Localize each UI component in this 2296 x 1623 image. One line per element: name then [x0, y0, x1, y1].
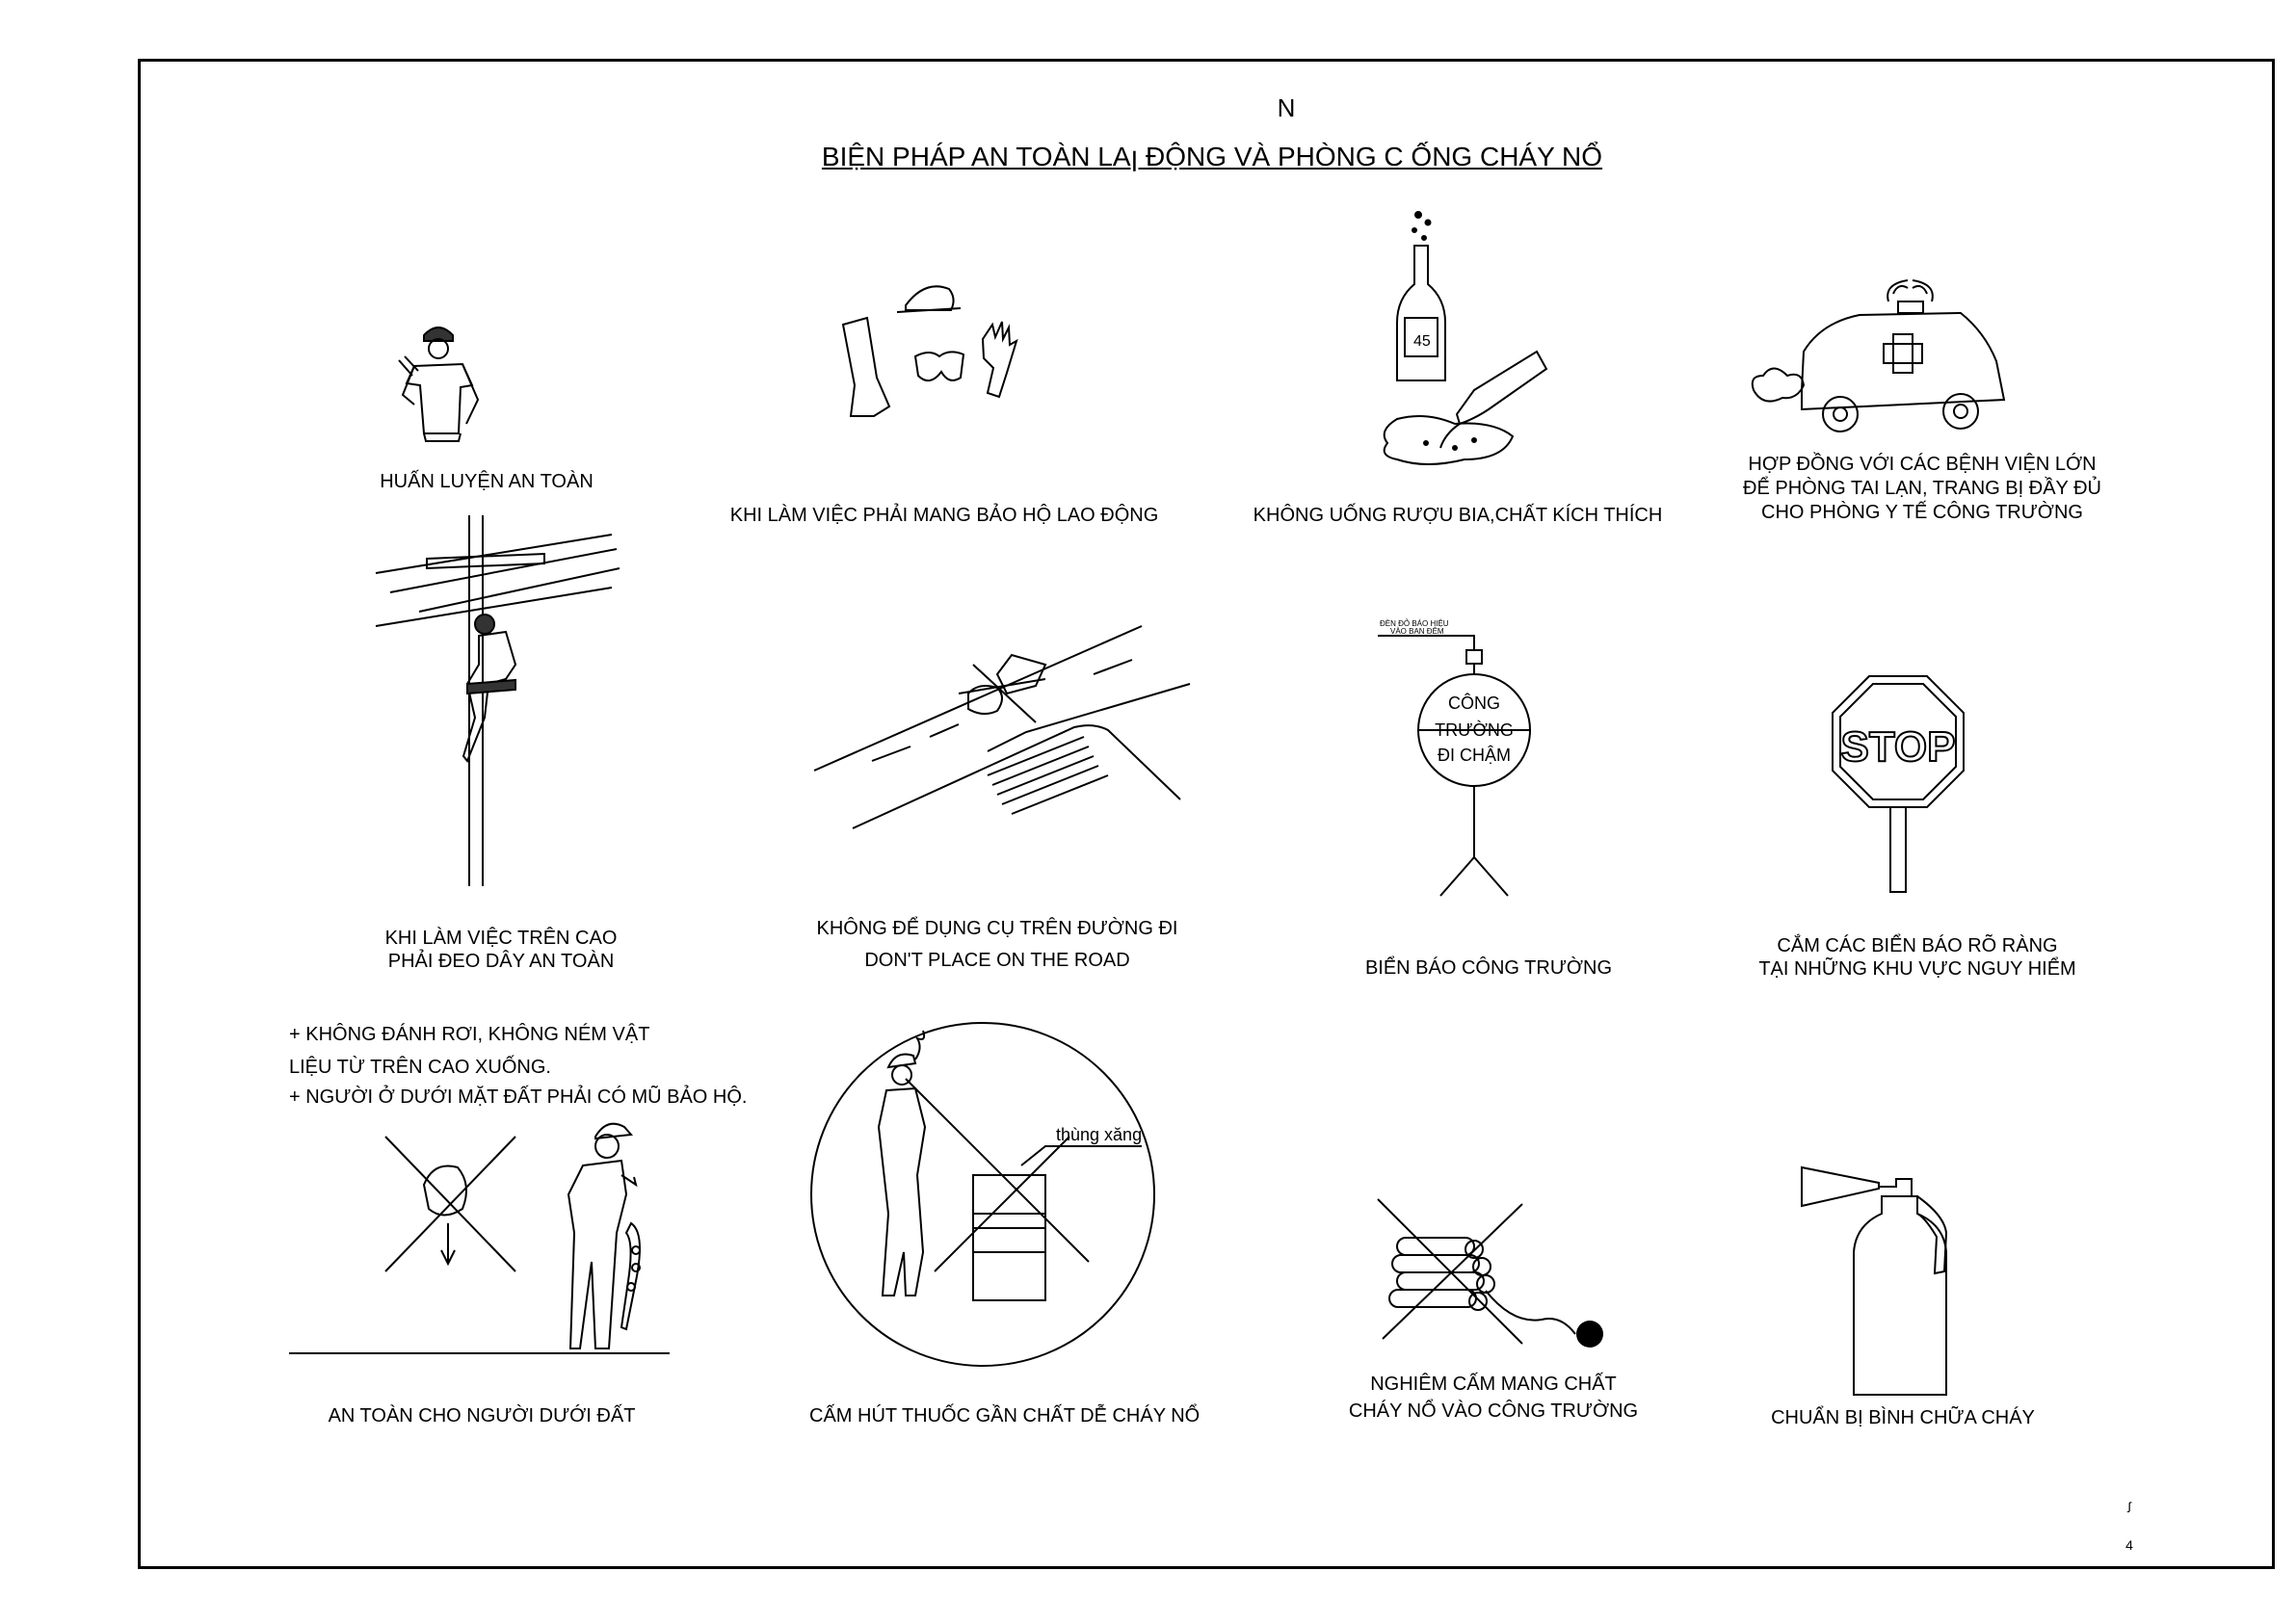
fuel-drum-label: thùng xăng: [1056, 1125, 1142, 1144]
alcohol-bottle-icon: 45: [1383, 211, 1548, 465]
no-smoking-fuel-icon: thùng xăng: [810, 1022, 1155, 1367]
caption-danger-2: TẠI NHỮNG KHU VỰC NGUY HIỂM: [1758, 958, 2076, 980]
lamp-label-1: ĐÈN ĐỎ BÁO HIỆU: [1380, 619, 1449, 628]
caption-ground-safety: AN TOÀN CHO NGƯỜI DƯỚI ĐẤT: [328, 1405, 636, 1427]
sheet-mark: ꭍ: [2126, 1500, 2132, 1515]
caption-danger-1: CẮM CÁC BIỂN BÁO RÕ RÀNG: [1777, 935, 2058, 956]
lamp-label-2: VÀO BAN ĐÊM: [1390, 627, 1444, 636]
stop-text: STOP: [1840, 723, 1955, 771]
caption-no-explosives-1: NGHIÊM CẤM MANG CHẤT: [1370, 1374, 1617, 1395]
road-tools-icon: [813, 625, 1191, 829]
stop-sign-icon: STOP: [1832, 675, 1965, 893]
sign-line-3: ĐI CHẬM: [1438, 746, 1511, 765]
ground-worker-icon: [289, 1122, 670, 1354]
caption-training: HUẤN LUYỆN AN TOÀN: [380, 471, 594, 492]
caption-ppe: KHI LÀM VIỆC PHẢI MANG BẢO HỘ LAO ĐỘNG: [729, 505, 1159, 526]
sheet-letter: N: [1277, 93, 1296, 122]
sheet-number: 4: [2125, 1537, 2133, 1553]
caption-height-1: KHI LÀM VIỆC TRÊN CAO: [384, 928, 618, 949]
no-explosives-icon: [1377, 1198, 1603, 1348]
site-sign-figure-icon: ĐÈN ĐỎ BÁO HIỆU VÀO BAN ĐÊM CÔNG TRƯỜNG …: [1378, 619, 1531, 897]
bottle-label: 45: [1413, 333, 1431, 350]
note-falling-2: LIỆU TỪ TRÊN CAO XUỐNG.: [289, 1057, 551, 1078]
caption-hospital-3: CHO PHÒNG Y TẾ CÔNG TRƯỜNG: [1761, 502, 2083, 523]
caption-hospital-1: HỢP ĐỒNG VỚI CÁC BỆNH VIỆN LỚN: [1748, 454, 2097, 475]
caption-height-2: PHẢI ĐEO DÂY AN TOÀN: [387, 951, 615, 972]
caption-site-sign: BIỂN BÁO CÔNG TRƯỜNG: [1364, 957, 1613, 979]
caption-road-1: KHÔNG ĐỂ DỤNG CỤ TRÊN ĐƯỜNG ĐI: [816, 918, 1178, 939]
sign-line-2: TRƯỜNG: [1435, 720, 1514, 740]
ppe-equipment-icon: [841, 285, 1018, 417]
sign-line-1: CÔNG: [1448, 693, 1500, 713]
caption-no-smoking: CẤM HÚT THUỐC GẦN CHẤT DỄ CHÁY NỔ: [809, 1405, 1201, 1427]
caption-extinguisher: CHUẨN BỊ BÌNH CHỮA CHÁY: [1771, 1407, 2035, 1428]
pole-climber-icon: [375, 515, 620, 886]
page-title: BIỆN PHÁP AN TOÀN LAꞁ ĐỘNG VÀ PHÒNG C ỐN…: [821, 142, 1603, 171]
note-falling-3: + NGƯỜI Ở DƯỚI MẶT ĐẤT PHẢI CÓ MŨ BẢO HỘ…: [289, 1086, 748, 1108]
caption-no-explosives-2: CHÁY NỔ VÀO CÔNG TRƯỜNG: [1348, 1400, 1639, 1422]
fire-extinguisher-icon: [1801, 1165, 1948, 1396]
caption-road-2: DON'T PLACE ON THE ROAD: [864, 950, 1130, 971]
caption-hospital-2: ĐỂ PHÒNG TAI LẠN, TRANG BỊ ĐẦY ĐỦ: [1743, 478, 2101, 499]
caption-no-alcohol: KHÔNG UỐNG RƯỢU BIA,CHẤT KÍCH THÍCH: [1253, 505, 1663, 526]
drawing-frame: [138, 59, 2275, 1569]
worker-training-icon: [398, 327, 480, 442]
note-falling-1: + KHÔNG ĐÁNH RƠI, KHÔNG NÉM VẬT: [289, 1024, 650, 1045]
ambulance-icon: [1751, 279, 2006, 432]
